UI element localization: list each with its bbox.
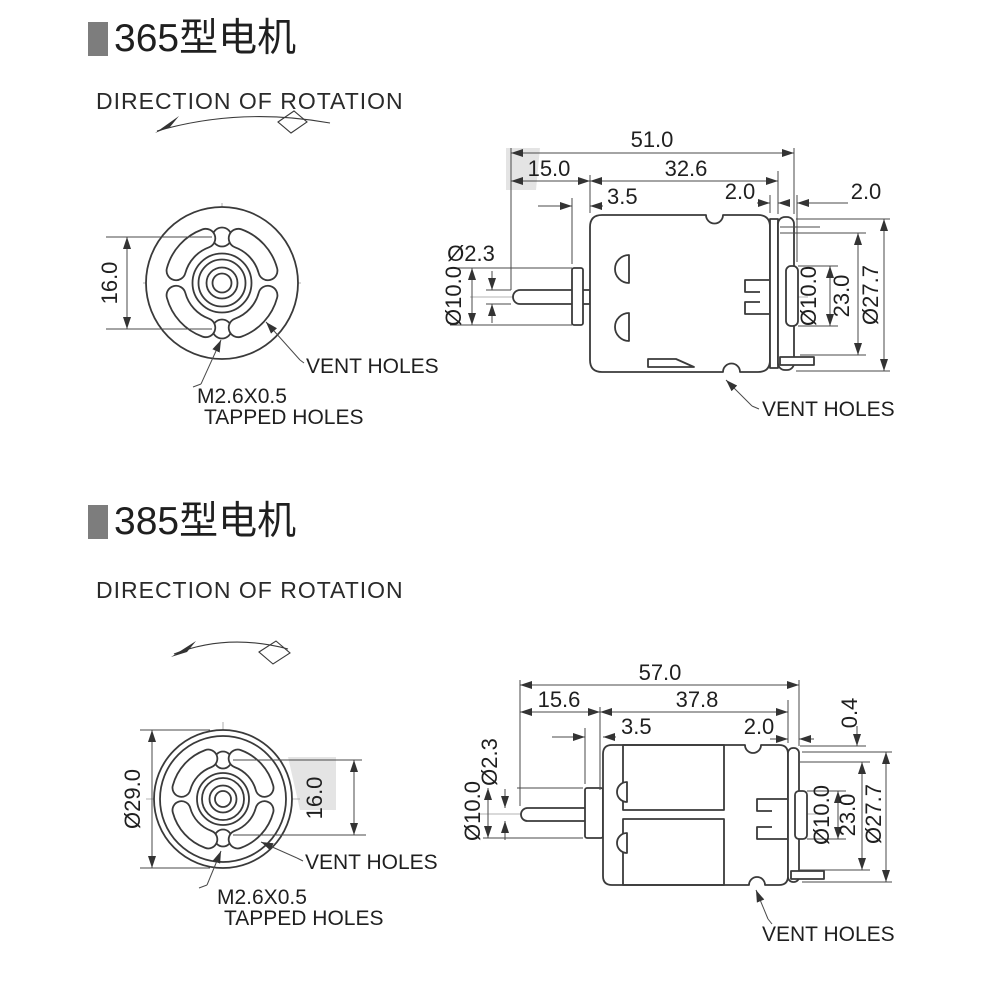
section-title-385: 385型电机 <box>114 500 296 543</box>
dim-text-brush-dia-365: Ø10.0 <box>796 266 821 326</box>
dim-text-cap-365: 2.0 <box>725 179 756 204</box>
vent-hole-side-lower-385 <box>616 832 628 854</box>
end-ring-365 <box>769 218 779 369</box>
shaft-365 <box>512 289 591 305</box>
dim-text-boss-365: 3.5 <box>607 184 638 209</box>
lamination-upper-385 <box>622 744 725 811</box>
shaft-boss-365 <box>571 267 584 326</box>
dim-outer-dia-385: Ø29.0 <box>120 729 210 869</box>
dim-text-hole-spacing-385: 16.0 <box>302 777 327 820</box>
dim-text-total-365: 51.0 <box>631 127 674 152</box>
dim-text-total-385: 57.0 <box>639 660 682 685</box>
tapped-holes-callout-365: M2.6X0.5 TAPPED HOLES <box>192 339 364 429</box>
dim-text-flats-365: 23.0 <box>829 275 854 318</box>
dim-text-hole-spacing-365: 16.0 <box>97 262 122 305</box>
dim-text-flats-385: 23.0 <box>835 794 860 837</box>
dimension-lines-side-385 <box>483 680 892 883</box>
front-view-365: 16.0 VENT HOLES M2.6X0.5 TAPPED HOLES <box>97 203 439 429</box>
dim-text-body-365: 32.6 <box>665 156 708 181</box>
dim-text-outer-dia-385: Ø29.0 <box>120 769 145 829</box>
vent-holes-front-385 <box>171 748 275 850</box>
rotation-arrow-icon-385 <box>171 640 291 665</box>
side-view-385: 57.0 15.6 37.8 3.5 2.0 0.4 Ø2.3 Ø10.0 Ø1… <box>460 660 895 946</box>
front-view-385: Ø29.0 16.0 VENT HOLES M2.6X0.5 TAPPED HO… <box>120 722 438 930</box>
vent-holes-label-front-385: VENT HOLES <box>305 851 438 874</box>
vent-hole-side-lower-365 <box>614 312 630 342</box>
dim-text-boss-385: 3.5 <box>621 714 652 739</box>
title-bullet-385 <box>88 505 108 539</box>
bearing-boss-385 <box>794 790 808 840</box>
vent-holes-label-side-365: VENT HOLES <box>762 398 895 421</box>
vent-holes-callout-front-385: VENT HOLES <box>260 841 438 874</box>
direction-of-rotation-label-385: DIRECTION OF ROTATION <box>96 577 404 603</box>
bearing-boss-365 <box>785 265 799 327</box>
motor-body-385 <box>602 744 789 886</box>
dim-hole-spacing-385: 16.0 <box>233 759 366 836</box>
shaft-385 <box>520 807 604 822</box>
dim-text-shaft-dia-385: Ø2.3 <box>477 738 502 786</box>
title-bullet-365 <box>88 22 108 56</box>
dim-text-boss-dia-365: Ø10.0 <box>441 266 466 326</box>
tapped-holes-callout-385: M2.6X0.5 TAPPED HOLES <box>198 850 384 930</box>
brush-bracket-lower-365 <box>744 301 769 315</box>
vent-hole-side-upper-365 <box>614 254 630 284</box>
terminal-365 <box>779 356 815 366</box>
dim-text-boss-dia-385: Ø10.0 <box>460 781 485 841</box>
brush-bracket-lower-385 <box>756 826 787 840</box>
brush-bracket-upper-385 <box>756 798 787 812</box>
side-view-365: 51.0 15.0 32.6 3.5 2.0 2.0 Ø2.3 Ø10.0 Ø1… <box>441 127 895 421</box>
direction-of-rotation-label-365: DIRECTION OF ROTATION <box>96 88 404 114</box>
tapped-holes-label1-385: M2.6X0.5 <box>217 886 307 909</box>
dim-text-shaft-385: 15.6 <box>538 687 581 712</box>
section-365: 365型电机 DIRECTION OF ROTATION <box>88 17 895 429</box>
dim-text-body-385: 37.8 <box>676 687 719 712</box>
vent-holes-front-365 <box>165 227 279 339</box>
dim-text-shaft-dia-365: Ø2.3 <box>447 241 495 266</box>
vent-holes-label-side-385: VENT HOLES <box>762 923 895 946</box>
dim-text-cap-385: 2.0 <box>744 714 775 739</box>
terminal-385 <box>790 870 825 880</box>
tapped-holes-label2-365: TAPPED HOLES <box>204 406 364 429</box>
dim-text-brush-365: 2.0 <box>851 179 882 204</box>
vent-holes-callout-front-365: VENT HOLES <box>265 321 439 378</box>
rotation-arrow-icon-365 <box>155 110 331 134</box>
vent-holes-label-front-365: VENT HOLES <box>306 355 439 378</box>
tapped-holes-label1-365: M2.6X0.5 <box>197 385 287 408</box>
dim-text-offset-385: 0.4 <box>837 698 862 729</box>
tapped-holes-label2-385: TAPPED HOLES <box>224 907 384 930</box>
vent-hole-side-upper-385 <box>616 781 628 803</box>
shaft-boss-385 <box>584 787 604 839</box>
dim-text-body-dia-385: Ø27.7 <box>861 784 886 844</box>
dimension-lines-side-365 <box>450 148 890 372</box>
dim-text-body-dia-365: Ø27.7 <box>858 265 883 325</box>
dim-hole-spacing-365: 16.0 <box>97 236 212 330</box>
dim-text-brush-dia-385: Ø10.0 <box>809 785 834 845</box>
vent-holes-callout-side-385: VENT HOLES <box>755 889 895 946</box>
brush-bracket-upper-365 <box>744 279 769 293</box>
dim-text-shaft-365: 15.0 <box>528 156 571 181</box>
section-385: 385型电机 DIRECTION OF ROTATION <box>88 500 895 946</box>
vent-holes-callout-side-365: VENT HOLES <box>725 379 895 421</box>
section-title-365: 365型电机 <box>114 17 296 60</box>
motor-body-365 <box>589 214 771 373</box>
